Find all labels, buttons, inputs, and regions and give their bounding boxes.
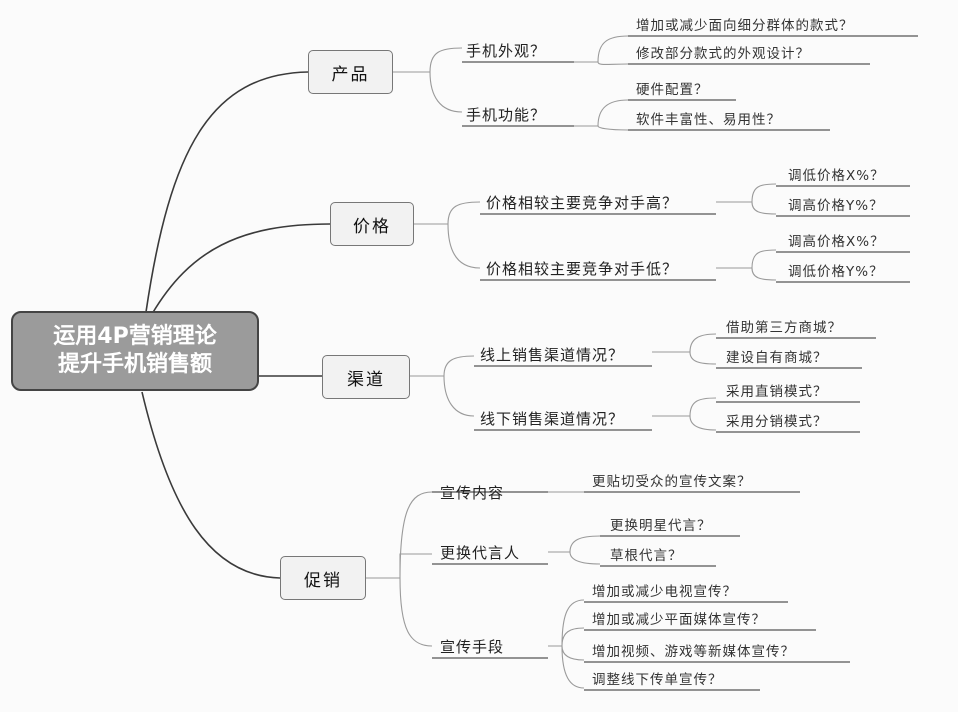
category-promotion: 促销 [280,556,366,600]
connector-root-promotion [141,391,281,579]
subtopic-means: 宣传手段 [440,637,505,656]
leaf-item: 调高价格Y%？ [788,198,884,214]
connector-price-sub [447,201,481,269]
connector-product-sub [429,47,463,113]
leaf-item: 更换明星代言？ [610,518,712,534]
root-title-line1: 运用4P营销理论 [53,324,217,349]
leaf-item: 调高价格X%？ [788,234,885,250]
subtopic-price-higher: 价格相较主要竞争对手高？ [486,193,679,212]
subtopic-price-lower: 价格相较主要竞争对手低？ [486,259,679,278]
connector-offline-leaves [652,397,717,431]
leaf-item: 软件丰富性、易用性？ [636,112,781,128]
leaf-item: 建设自有商城？ [726,350,828,366]
leaf-item: 更贴切受众的宣传文案？ [592,474,752,490]
leaf-item: 硬件配置？ [636,82,709,98]
root-title-line2: 提升手机销售额 [57,352,212,377]
leaf-item: 增加或减少平面媒体宣传？ [592,612,766,628]
leaf-item: 采用分销模式？ [726,414,828,430]
connector-means-leaves [548,599,585,689]
connector-online-leaves [652,333,717,365]
subtopic-spokesperson: 更换代言人 [440,543,521,562]
subtopic-online: 线上销售渠道情况？ [480,345,625,364]
subtopic-appearance: 手机外观？ [466,41,547,60]
leaf-item: 修改部分款式的外观设计？ [636,46,810,62]
connector-lower-leaves [716,249,777,281]
category-channel: 渠道 [322,355,410,399]
leaf-item: 增加视频、游戏等新媒体宣传？ [592,644,795,660]
leaf-item: 增加或减少电视宣传？ [592,584,737,600]
leaf-item: 草根代言？ [610,548,683,564]
root-node: 运用4P营销理论 提升手机销售额 [11,311,259,391]
connector-appearance-leaves [574,35,629,66]
leaf-item: 借助第三方商城？ [726,320,842,336]
connector-root-product [145,71,309,313]
connector-features-leaves [574,99,629,131]
connector-channel-sub [443,355,475,417]
leaf-item: 调整线下传单宣传？ [592,672,723,688]
category-product: 产品 [308,50,393,94]
subtopic-offline: 线下销售渠道情况？ [480,409,625,428]
connector-higher-leaves [716,183,777,215]
leaf-item: 采用直销模式？ [726,384,828,400]
subtopic-content: 宣传内容 [440,483,505,502]
leaf-item: 调低价格Y%？ [788,264,884,280]
category-price: 价格 [330,202,414,246]
connector-promotion-sub [399,491,433,647]
connector-root-price [151,223,331,315]
leaf-item: 调低价格X%？ [788,168,885,184]
leaf-item: 增加或减少面向细分群体的款式？ [636,18,854,34]
subtopic-features: 手机功能？ [466,105,547,124]
connector-spokesperson-leaves [548,535,601,565]
